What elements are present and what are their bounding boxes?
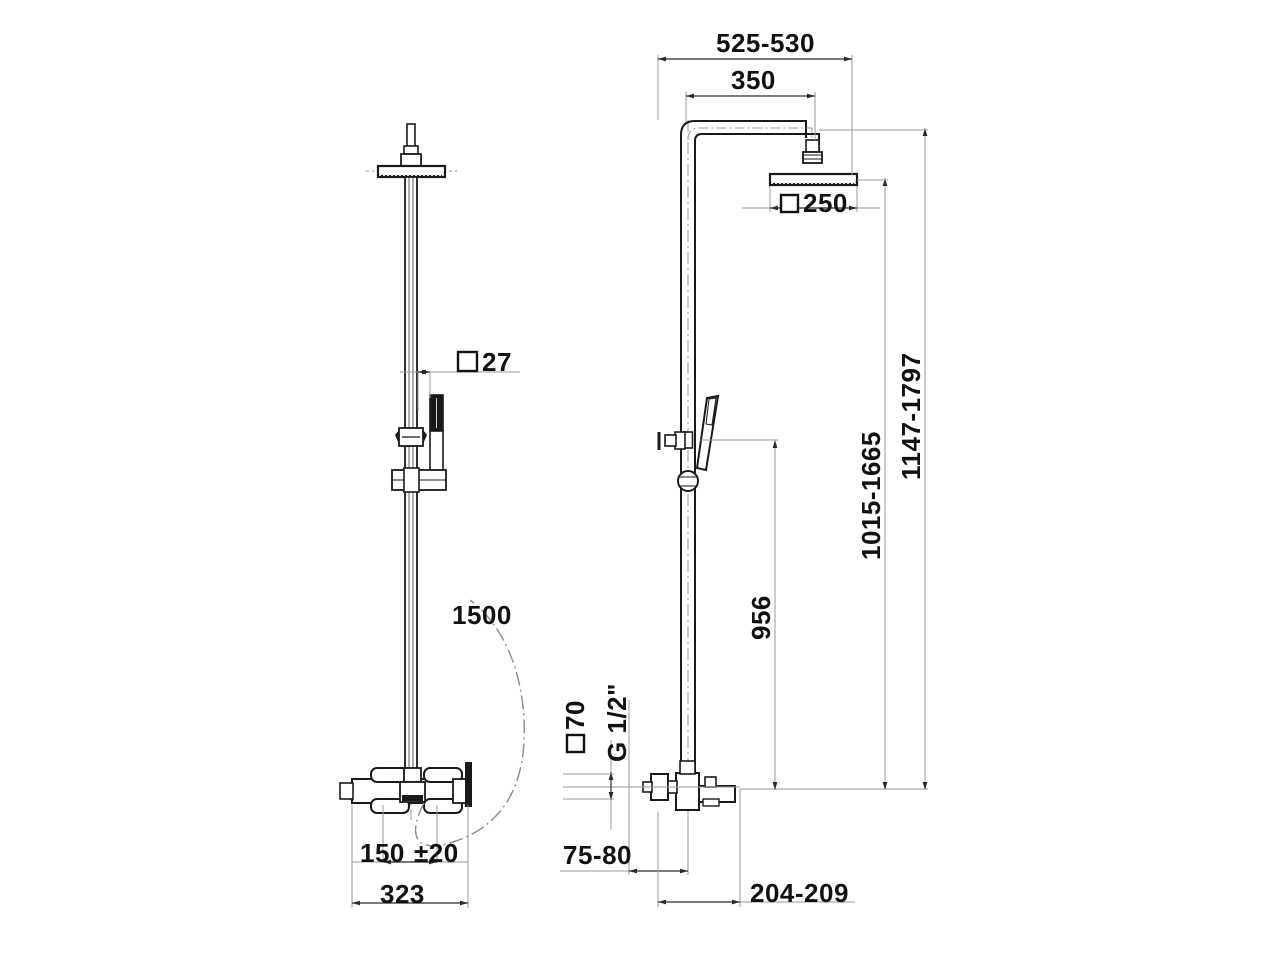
dim-value-height-high: 1147-1797 <box>896 353 926 480</box>
riser-arm-outer <box>680 120 807 790</box>
head-shower-stub <box>400 123 422 167</box>
square-symbol-icon <box>456 350 479 373</box>
dim-riser-square: 27 <box>400 347 520 410</box>
slider-bracket-side <box>657 431 686 450</box>
dim-overall-reach: 525-530 <box>657 28 853 175</box>
dim-handle-spacing: 150 ±20 <box>352 805 468 868</box>
side-view: 525-530 350 250 1015-1665 <box>560 28 928 908</box>
dim-thread: G 1/2" <box>602 683 632 800</box>
dim-value-riser-square: 27 <box>482 347 512 377</box>
dim-slider-height: 956 <box>700 439 778 790</box>
dim-value-thread: G 1/2" <box>602 683 632 762</box>
dim-value-body-depth: 204-209 <box>750 878 849 908</box>
hand-shower <box>429 394 444 480</box>
head-shower-plate-side <box>768 172 859 187</box>
dim-wall-offset: 75-80 <box>560 800 689 875</box>
dim-value-body-width: 323 <box>380 879 425 909</box>
head-shower-connector <box>802 139 823 164</box>
dim-value-head-square: 250 <box>803 188 848 218</box>
dim-value-hose-length: 1500 <box>452 600 512 630</box>
dim-value-inlet-square: 70 <box>560 700 590 730</box>
dim-height-high: 1147-1797 <box>740 128 928 790</box>
square-symbol-icon-250 <box>779 193 800 214</box>
dim-hose-length: 1500 <box>452 600 512 630</box>
dim-value-overall-reach: 525-530 <box>716 28 815 58</box>
rail-bracket <box>391 467 447 493</box>
arm-centerline <box>687 127 813 145</box>
dim-head-square: 250 <box>742 186 880 218</box>
front-view: 27 1500 150 ±20 323 <box>339 123 525 909</box>
dim-value-handle-spacing: 150 <box>360 838 405 868</box>
dim-arm-reach: 350 <box>685 65 816 140</box>
dim-inlet-square: 70 <box>560 700 614 830</box>
mixer-body-front <box>339 762 472 814</box>
dim-value-handle-tolerance: ±20 <box>414 838 459 868</box>
dim-value-height-low: 1015-1665 <box>856 431 886 560</box>
hand-shower-side <box>677 394 720 492</box>
dim-height-low: 1015-1665 <box>856 178 888 790</box>
dim-value-slider-height: 956 <box>746 595 776 640</box>
head-shower-plate <box>366 164 457 179</box>
dim-body-depth: 204-209 <box>657 789 855 908</box>
dim-value-wall-offset: 75-80 <box>563 840 632 870</box>
square-symbol-icon-70 <box>565 733 586 754</box>
shower-hose <box>414 599 525 847</box>
riser-arm-inner <box>694 133 820 790</box>
dim-body-width: 323 <box>351 805 469 909</box>
slider-holder <box>395 427 427 447</box>
dim-value-arm-reach: 350 <box>731 65 776 95</box>
